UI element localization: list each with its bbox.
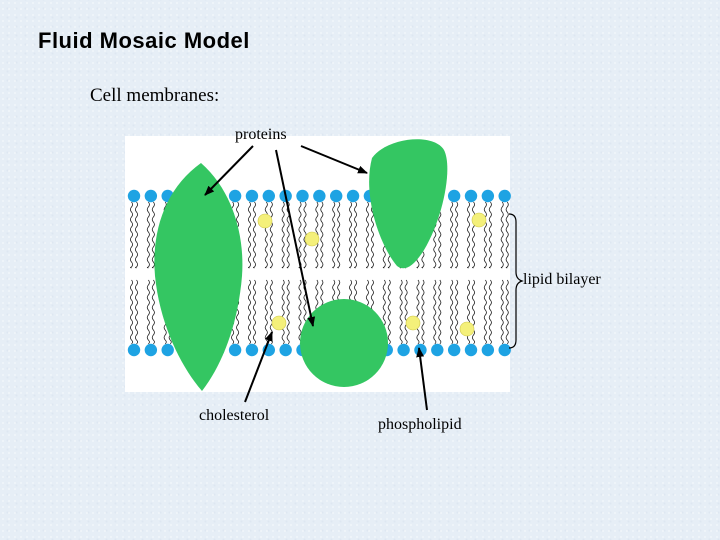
phospholipid-head xyxy=(481,189,495,203)
phospholipid-tail xyxy=(505,201,509,269)
arrow-proteins-top xyxy=(300,145,368,174)
phospholipid-head xyxy=(279,343,292,357)
phospholipid-head xyxy=(228,189,242,203)
phospholipid-head xyxy=(127,343,141,357)
transmembrane-protein xyxy=(154,163,243,391)
phospholipid-tail xyxy=(349,201,353,269)
phospholipid-head xyxy=(245,343,259,357)
phospholipid-head xyxy=(245,189,259,203)
arrow-proteins-bottom xyxy=(275,149,316,327)
phospholipid-head xyxy=(498,189,511,203)
phospholipid-head xyxy=(161,343,174,357)
phospholipid-tail xyxy=(438,201,442,269)
phospholipid-tail xyxy=(135,201,138,269)
phospholipid-tail xyxy=(252,201,256,269)
phospholipid-tail xyxy=(247,279,251,345)
phospholipid-tail xyxy=(472,201,475,269)
phospholipid-tail xyxy=(320,201,324,269)
phospholipid-tail xyxy=(354,201,358,269)
phospholipid-tail xyxy=(269,201,273,269)
phospholipid-tail xyxy=(365,201,369,269)
phospholipid-tail xyxy=(483,201,487,269)
phospholipid-head xyxy=(481,343,495,357)
phospholipid-tail xyxy=(500,279,504,345)
phospholipid-tail xyxy=(505,279,509,345)
phospholipid-head xyxy=(127,189,141,203)
phospholipid-label: phospholipid xyxy=(378,416,462,433)
cholesterol-molecule xyxy=(271,315,287,331)
arrow-proteins-left xyxy=(204,145,254,196)
phospholipid-tail xyxy=(488,279,492,345)
cholesterol-molecule xyxy=(304,231,320,247)
phospholipid-tail xyxy=(298,279,302,345)
phospholipid-tail xyxy=(130,279,133,345)
arrow-phospholipid xyxy=(416,347,428,411)
cholesterol-molecule xyxy=(459,321,475,337)
cholesterol-molecule xyxy=(471,212,487,228)
phospholipid-tail xyxy=(281,201,285,269)
phospholipid-head xyxy=(144,343,158,357)
phospholipid-head xyxy=(346,189,360,203)
phospholipid-tail xyxy=(438,279,442,345)
phospholipid-tail xyxy=(421,279,425,345)
phospholipid-tail xyxy=(337,201,341,269)
phospholipid-tail xyxy=(264,201,268,269)
phospholipid-head xyxy=(144,189,158,203)
phospholipid-tail xyxy=(252,279,256,345)
phospholipid-tail xyxy=(404,279,408,345)
phospholipid-tail xyxy=(399,279,403,345)
arrow-cholesterol xyxy=(244,331,273,403)
pointer-arrows xyxy=(204,145,428,411)
subtitle: Cell membranes: xyxy=(90,85,220,106)
phospholipid-tail xyxy=(416,279,420,345)
cholesterol-molecule xyxy=(405,315,421,331)
slide-title: Fluid Mosaic Model xyxy=(38,28,250,53)
upper-peripheral-protein xyxy=(369,139,448,269)
phospholipid-head xyxy=(447,189,461,203)
phospholipid-tail xyxy=(450,279,454,345)
phospholipid-tail xyxy=(472,279,475,345)
phospholipid-tail xyxy=(130,201,133,269)
lower-peripheral-protein xyxy=(300,299,388,387)
phospholipid-tail xyxy=(483,279,487,345)
phospholipid-head xyxy=(262,189,275,203)
phospholipid-tail xyxy=(146,201,150,269)
phospholipid-tail xyxy=(151,279,155,345)
cholesterol-label: cholesterol xyxy=(199,407,270,424)
bilayer-bracket xyxy=(508,213,524,349)
cholesterol-molecule xyxy=(257,213,273,229)
phospholipid-head xyxy=(464,189,478,203)
phospholipid-head xyxy=(431,343,444,357)
phospholipid-tail xyxy=(488,201,492,269)
phospholipid-head xyxy=(464,343,478,357)
phospholipid-tail xyxy=(467,201,470,269)
phospholipid-tail xyxy=(332,201,336,269)
phospholipid-tail xyxy=(500,201,504,269)
phospholipid-tail xyxy=(433,279,437,345)
phospholipid-tail xyxy=(247,201,251,269)
lipid-bilayer-label: lipid bilayer xyxy=(523,271,601,288)
phospholipid-tail xyxy=(135,279,138,345)
phospholipid-tail xyxy=(455,201,459,269)
phospholipid-head xyxy=(447,343,461,357)
phospholipid-tail xyxy=(146,279,150,345)
phospholipid-head xyxy=(296,189,309,203)
phospholipid-tail xyxy=(151,201,155,269)
phospholipid-tail xyxy=(455,279,459,345)
phospholipid-tail xyxy=(387,279,391,345)
phospholipid-head xyxy=(498,343,511,357)
phospholipid-head xyxy=(313,189,326,203)
phospholipid-head xyxy=(397,343,410,357)
phospholipid-tail xyxy=(286,279,290,345)
proteins-group xyxy=(154,139,448,391)
proteins-label: proteins xyxy=(235,126,287,143)
phospholipid-head xyxy=(228,343,242,357)
cholesterol-group xyxy=(257,212,487,337)
phospholipid-tail xyxy=(281,279,285,345)
phospholipid-head xyxy=(330,189,343,203)
phospholipid-tail xyxy=(450,201,454,269)
